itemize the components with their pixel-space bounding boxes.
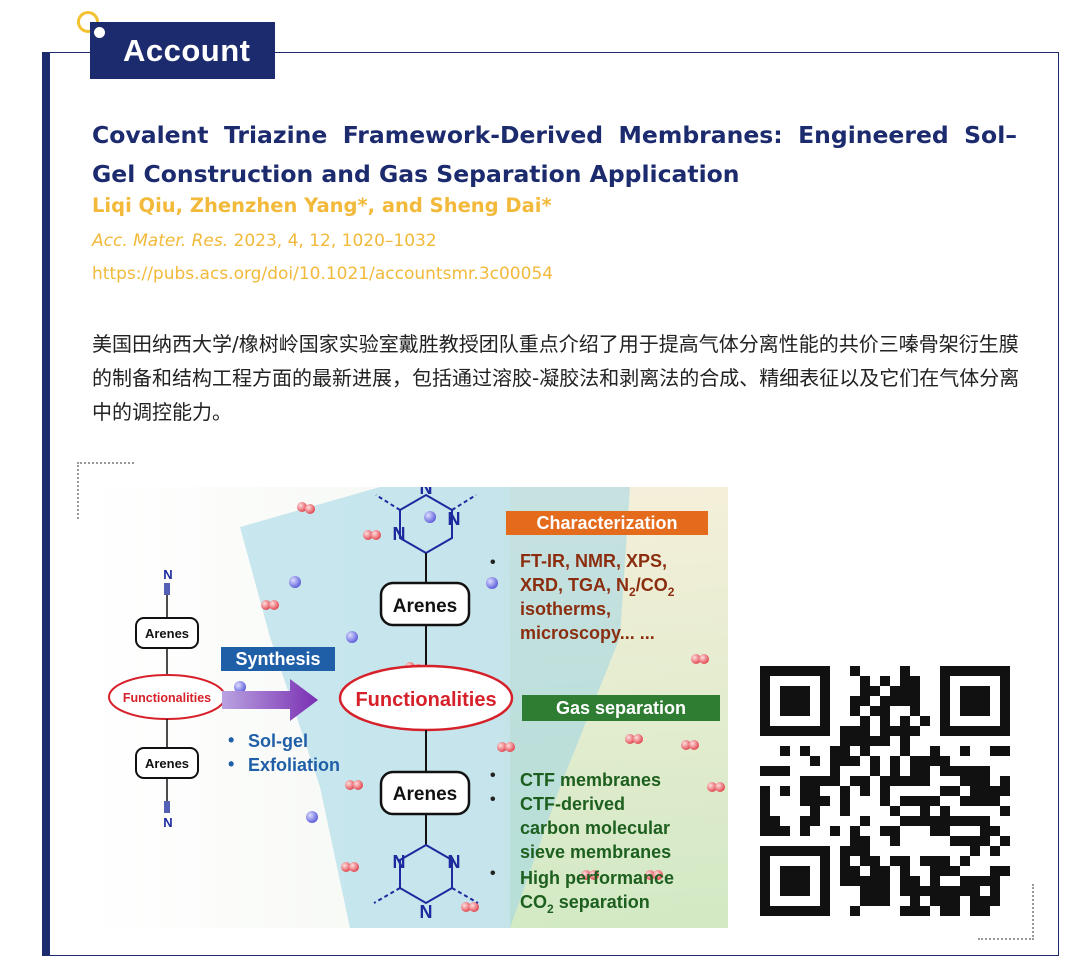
article-title: Covalent Triazine Framework-Derived Memb… bbox=[92, 121, 1017, 188]
svg-text:microscopy... ...: microscopy... ... bbox=[520, 623, 655, 643]
svg-text:N: N bbox=[420, 902, 433, 922]
doi-link[interactable]: https://pubs.acs.org/doi/10.1021/account… bbox=[92, 264, 554, 284]
svg-text:CTF membranes: CTF membranes bbox=[520, 770, 661, 790]
svg-text:Arenes: Arenes bbox=[145, 626, 189, 641]
svg-text:N: N bbox=[163, 815, 172, 830]
central-ctf-structure: N N N Arenes Functionalities Arenes N N … bbox=[338, 487, 514, 922]
svg-text:XRD, TGA, N2/CO2: XRD, TGA, N2/CO2 bbox=[520, 575, 675, 599]
bracket-bottom-right bbox=[978, 884, 1034, 940]
svg-text:N: N bbox=[393, 852, 406, 872]
article-authors: Liqi Qiu, Zhenzhen Yang*, and Sheng Dai* bbox=[92, 194, 552, 217]
qr-code-icon[interactable] bbox=[760, 666, 1010, 916]
svg-text:•: • bbox=[490, 791, 496, 808]
svg-text:carbon molecular: carbon molecular bbox=[520, 818, 670, 838]
svg-text:•: • bbox=[228, 754, 234, 774]
left-linker: N Arenes Functionalities Arenes N bbox=[108, 567, 226, 830]
svg-text:Arenes: Arenes bbox=[393, 784, 457, 805]
svg-text:High performance: High performance bbox=[520, 868, 674, 888]
svg-text:•: • bbox=[490, 767, 496, 784]
journal-citation: Acc. Mater. Res. 2023, 4, 12, 1020–1032 bbox=[92, 231, 437, 251]
svg-text:N: N bbox=[420, 487, 433, 498]
gas-separation-block: Gas separation • CTF membranes • CTF-der… bbox=[490, 695, 720, 916]
svg-text:•: • bbox=[490, 554, 496, 571]
graphical-abstract: N Arenes Functionalities Arenes N Synthe… bbox=[90, 487, 728, 928]
svg-text:sieve membranes: sieve membranes bbox=[520, 842, 671, 862]
characterization-block: Characterization • FT-IR, NMR, XPS, XRD,… bbox=[490, 511, 708, 643]
article-summary: 美国田纳西大学/橡树岭国家实验室戴胜教授团队重点介绍了用于提高气体分离性能的共价… bbox=[92, 332, 1020, 424]
svg-text:•: • bbox=[228, 730, 234, 750]
svg-text:N: N bbox=[448, 509, 461, 529]
svg-text:Characterization: Characterization bbox=[536, 513, 677, 533]
svg-text:Functionalities: Functionalities bbox=[355, 689, 496, 711]
svg-text:isotherms,: isotherms, bbox=[520, 599, 611, 619]
svg-text:Gas separation: Gas separation bbox=[556, 698, 686, 718]
svg-text:Functionalities: Functionalities bbox=[123, 691, 211, 705]
svg-text:•: • bbox=[490, 865, 496, 882]
synthesis-arrow-icon bbox=[222, 679, 318, 721]
synthesis-block: Synthesis • Sol-gel • Exfoliation bbox=[221, 647, 340, 775]
svg-text:Arenes: Arenes bbox=[393, 596, 457, 617]
badge-label: Account bbox=[123, 33, 251, 68]
bracket-top-left bbox=[77, 462, 134, 519]
journal-name: Acc. Mater. Res. bbox=[92, 231, 229, 251]
svg-text:N: N bbox=[448, 852, 461, 872]
decor-dot bbox=[94, 27, 105, 38]
journal-details: 2023, 4, 12, 1020–1032 bbox=[228, 231, 437, 251]
svg-text:CTF-derived: CTF-derived bbox=[520, 794, 625, 814]
svg-text:Exfoliation: Exfoliation bbox=[248, 755, 340, 775]
svg-text:CO2 separation: CO2 separation bbox=[520, 892, 650, 916]
svg-text:FT-IR, NMR, XPS,: FT-IR, NMR, XPS, bbox=[520, 551, 667, 571]
svg-text:Synthesis: Synthesis bbox=[235, 649, 320, 669]
svg-text:Arenes: Arenes bbox=[145, 756, 189, 771]
account-badge: Account bbox=[90, 22, 275, 79]
svg-text:Sol-gel: Sol-gel bbox=[248, 731, 308, 751]
svg-text:N: N bbox=[393, 524, 406, 544]
svg-text:N: N bbox=[163, 567, 172, 582]
